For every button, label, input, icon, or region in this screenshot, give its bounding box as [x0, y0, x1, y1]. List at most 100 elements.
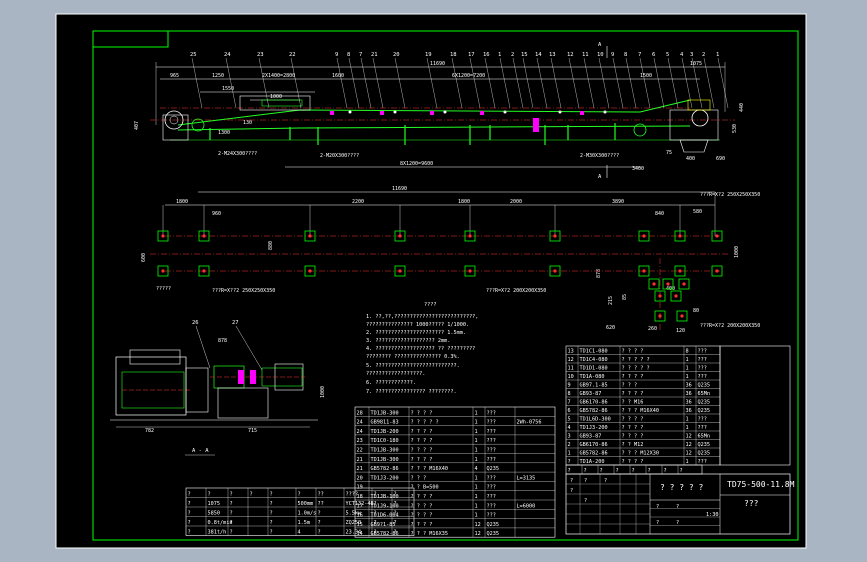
spec-row-cell: ZQ250: [346, 520, 362, 526]
bom-right-row-cell: ? ? ? ?: [622, 425, 644, 431]
plan-note-5: ???R=X?2 200X200X350: [700, 323, 760, 329]
bom-right-row-cell: ???: [698, 417, 707, 423]
leader-line: [653, 57, 665, 109]
bom-right-row-cell: 1: [686, 357, 689, 363]
bom-right-footer-cell: ?: [568, 468, 571, 474]
bom-right-footer-cell: ?: [664, 468, 667, 474]
bom-middle-row-cell: GB5782-86: [371, 531, 399, 537]
anchor-bolt: [202, 234, 206, 238]
spec-row-cell: 4: [298, 530, 301, 536]
spec-row-cell: ?: [374, 530, 377, 536]
anchor-block: [662, 278, 674, 290]
note-line-6: 5. ??????????????????????????.: [366, 363, 460, 369]
bom-middle-row-cell: 15: [357, 522, 363, 528]
bom-middle-row-cell: ???: [487, 448, 496, 454]
anchor-bolt: [715, 234, 719, 238]
title-block-cell: ?: [676, 504, 679, 510]
bom-right-row-cell: ? ? M12: [622, 442, 644, 448]
bom-middle-row-cell: 1: [475, 457, 478, 463]
spec-row-cell: 5850: [208, 511, 221, 517]
bom-right-row-cell: ? ? ? ?: [622, 349, 644, 355]
balloon-number: 9: [611, 52, 614, 58]
title-unknown-field: ???: [744, 499, 759, 508]
bom-middle-row-cell: 24: [357, 429, 363, 435]
bom-right-row-cell: 3: [568, 434, 571, 440]
leader-line: [522, 57, 534, 109]
side-dim-0: 782: [145, 428, 154, 434]
spec-row-cell: ?: [188, 511, 191, 517]
anchor-bolt: [715, 269, 719, 273]
title-block-cell: ?: [570, 478, 573, 484]
bom-middle-row-cell: 19: [357, 485, 363, 491]
bolt-mid-note: 2-M20X300????: [320, 153, 359, 159]
bom-middle-row-cell: 1: [475, 513, 478, 519]
bom-middle-row-cell: TD1J3-200: [371, 475, 399, 481]
leader-line: [258, 57, 270, 109]
dim-misc-0: 1550: [222, 86, 234, 92]
dim-misc-10: 75: [666, 150, 672, 156]
bom-right-row-cell: 65Mn: [698, 391, 711, 397]
bom-right-row-cell: ? ? ? ? ?: [622, 357, 650, 363]
bom-middle-row-cell: ???: [487, 429, 496, 435]
section-mark-top: A: [598, 42, 602, 48]
bom-right-row-cell: ???: [698, 366, 707, 372]
plan-side-5: 85: [622, 294, 628, 300]
bom-middle-row-cell: ???: [487, 420, 496, 426]
bom-right-row-cell: 65Mn: [698, 434, 711, 440]
plan-side-8: 80: [693, 308, 699, 314]
bom-right-row-cell: 36: [686, 391, 692, 397]
bom-right-row-cell: ? ? ?: [622, 383, 638, 389]
plan-side-0: 600: [141, 253, 147, 262]
spec-row-cell: ?: [374, 501, 377, 507]
bom-middle-row-cell: ? ? ? ? ?: [411, 420, 439, 426]
plan-dim-7: 580: [693, 209, 702, 215]
bom-middle-row-cell: TD1J9-100: [371, 503, 399, 509]
balloon-number: 20: [393, 52, 400, 58]
anchor-bolt: [161, 234, 165, 238]
balloon-number: 4: [680, 52, 684, 58]
title-code: TD75-500-11.8M: [727, 480, 795, 489]
title-block-cell: ?: [584, 498, 587, 504]
spec-row-cell: YCT132-4B: [346, 501, 374, 507]
plan-dim-4: 2000: [510, 199, 522, 205]
bom-right-footer-cell: ?: [600, 468, 603, 474]
anchor-block: [648, 278, 660, 290]
bom-middle-row-cell: GB9?1-85: [371, 522, 396, 528]
bom-right-extension: [719, 345, 791, 466]
anchor-bolt: [652, 282, 656, 286]
anchor-block: [549, 230, 561, 242]
bom-right-row-cell: 1: [686, 459, 689, 465]
bom-right-row-cell: TD1C4-080: [580, 357, 608, 363]
spec-header-cell: ?: [208, 492, 211, 498]
dim-misc-9: 3400: [632, 166, 644, 172]
balloon-number: 9: [335, 52, 338, 58]
bom-right-row-cell: Q235: [698, 451, 711, 457]
span-bottom-dim: 8X1200=9600: [400, 161, 433, 167]
balloon-number: 25: [190, 52, 197, 58]
bom-right-row-cell: 36: [686, 400, 692, 406]
bom-right-footer-cell: ?: [616, 468, 619, 474]
dim-top-4: 6X1200=7200: [452, 73, 485, 79]
bom-middle-row-cell: 1: [475, 420, 478, 426]
bom-right-row-cell: 12: [686, 451, 692, 457]
title-block-cell: ?: [604, 478, 607, 484]
anchor-block: [304, 265, 316, 277]
note-line-4: 4. ??????????????????? ?? ?????????: [366, 346, 475, 352]
anchor-bolt: [642, 269, 646, 273]
bom-middle-row-cell: TD1JB-200: [371, 429, 399, 435]
bom-middle-row-cell: 1: [475, 494, 478, 500]
plan-side-3: 878: [596, 269, 602, 278]
bom-middle-row-cell: ???: [487, 494, 496, 500]
bom-middle-row-cell: ???: [487, 513, 496, 519]
dim-overall-top: 11690: [430, 61, 445, 67]
anchor-block: [638, 265, 650, 277]
drawing-area: [55, 13, 807, 549]
bom-right-row-cell: GB6170-86: [580, 442, 608, 448]
bom-middle-row-cell: TD1JB-300: [371, 410, 399, 416]
anchor-block: [304, 230, 316, 242]
spec-header-cell: ?: [230, 492, 233, 498]
dim-top-1: 1250: [212, 73, 224, 79]
balloon-number: 7: [359, 52, 362, 58]
